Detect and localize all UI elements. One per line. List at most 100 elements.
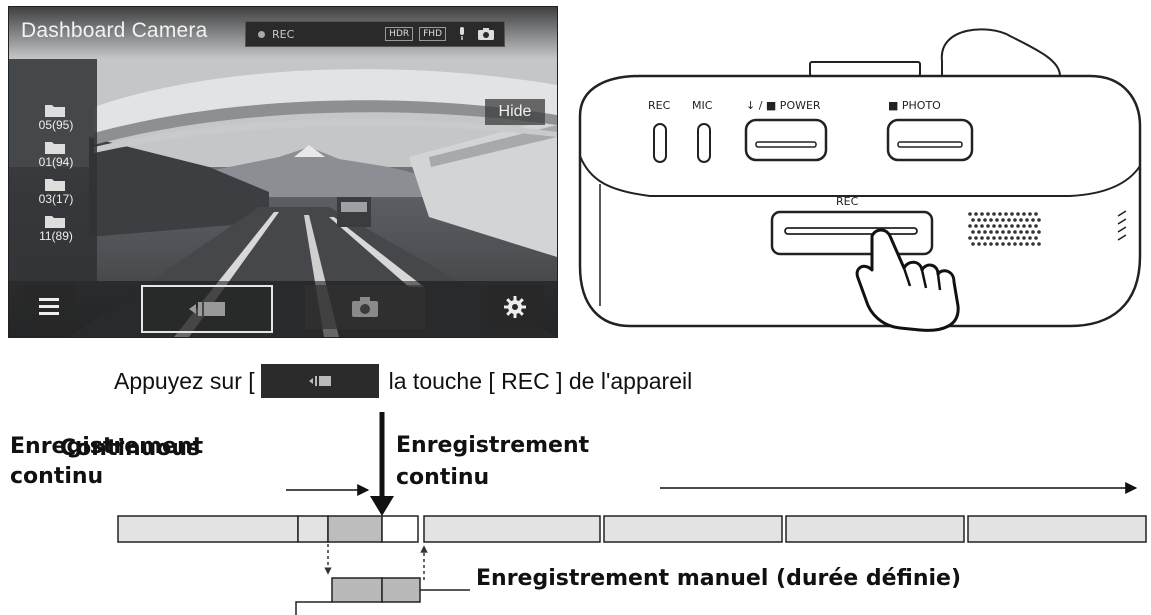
grille-hole — [1004, 212, 1008, 216]
folder-item-continuous[interactable]: 11(89) — [19, 214, 93, 243]
record-video-button[interactable] — [141, 285, 273, 333]
event-folder-icon: + — [45, 105, 65, 117]
grille-hole — [1034, 224, 1038, 228]
take-photo-button[interactable] — [305, 285, 425, 329]
grille-hole — [1025, 230, 1029, 234]
label-line: Enregistrement — [396, 433, 590, 458]
folder-count: 03(17) — [38, 192, 74, 206]
grille-hole — [983, 230, 987, 234]
timeline-segment — [967, 515, 1147, 543]
grille-hole — [989, 218, 993, 222]
grille-hole — [977, 242, 981, 246]
photo-button-label: ■ PHOTO — [888, 99, 941, 112]
grille-hole — [1013, 230, 1017, 234]
grille-hole — [1001, 230, 1005, 234]
hdr-badge: HDR — [385, 27, 414, 41]
continuous-label-overlay: Continuous — [60, 436, 201, 461]
grille-hole — [1010, 212, 1014, 216]
continuous-label-left: Enregistrement continu — [10, 432, 270, 492]
grille-hole — [1001, 242, 1005, 246]
grille-hole — [983, 218, 987, 222]
grille-hole — [998, 224, 1002, 228]
folder-item-manual[interactable]: 01(94) — [19, 140, 93, 169]
instruction-suffix: la touche [ REC ] de l'appareil — [388, 367, 693, 394]
grille-hole — [1037, 230, 1041, 234]
status-strip: REC HDR FHD — [245, 21, 505, 47]
timeline-segment — [785, 515, 965, 543]
rec-status-text: REC — [272, 27, 295, 41]
grille-hole — [1037, 242, 1041, 246]
grille-hole — [1001, 218, 1005, 222]
folder-item-parking[interactable]: 03(17) — [19, 177, 93, 206]
device-illustration: REC MIC ↓ / ■ POWER ■ PHOTO REC — [578, 28, 1142, 332]
grille-hole — [1007, 230, 1011, 234]
grille-hole — [980, 236, 984, 240]
photo-button[interactable] — [886, 118, 974, 162]
hide-button[interactable]: Hide — [485, 99, 545, 125]
grille-hole — [1016, 224, 1020, 228]
label-line: continu — [10, 464, 104, 489]
rec-indicator-icon — [258, 30, 265, 38]
grille-hole — [1004, 224, 1008, 228]
grille-hole — [1025, 242, 1029, 246]
grille-hole — [1007, 218, 1011, 222]
settings-button[interactable] — [487, 285, 543, 329]
manual-clip-segment — [381, 577, 421, 603]
grille-hole — [995, 218, 999, 222]
pointing-hand-icon — [855, 228, 960, 332]
manual-folder-icon — [45, 142, 65, 154]
folder-count: 01(94) — [38, 155, 74, 169]
camera-icon — [478, 26, 494, 42]
grille-hole — [1016, 212, 1020, 216]
inline-record-button — [260, 364, 379, 398]
grille-hole — [998, 212, 1002, 216]
svg-text:+: + — [56, 109, 63, 117]
rec-button-label: REC — [836, 195, 859, 208]
grille-hole — [1037, 218, 1041, 222]
timeline-segment-highlight — [327, 515, 383, 543]
instruction-prefix: Appuyez sur [ — [114, 367, 255, 394]
timeline-segment — [381, 515, 419, 543]
grille-hole — [992, 224, 996, 228]
power-button[interactable] — [744, 118, 828, 162]
grille-hole — [983, 242, 987, 246]
grille-hole — [1019, 242, 1023, 246]
speaker-grille — [968, 212, 1041, 246]
grille-hole — [1028, 236, 1032, 240]
continuous-folder-icon — [45, 216, 65, 228]
grille-hole — [971, 218, 975, 222]
continuous-label-mid: Enregistrement continu — [396, 430, 696, 494]
parking-folder-icon — [45, 179, 65, 191]
grille-hole — [1034, 212, 1038, 216]
instruction-text: Appuyez sur [ la touche [ REC ] de l'app… — [114, 364, 692, 398]
grille-hole — [1013, 218, 1017, 222]
folder-item-event[interactable]: + 05(95) — [19, 103, 93, 132]
grille-hole — [1031, 242, 1035, 246]
fhd-badge: FHD — [419, 27, 446, 41]
grille-hole — [989, 242, 993, 246]
manual-recording-label: Enregistrement manuel (durée définie) — [476, 566, 961, 591]
menu-button[interactable] — [23, 285, 75, 329]
grille-hole — [989, 230, 993, 234]
folder-list: + 05(95) 01(94) 03(17) 11(89) — [19, 103, 93, 243]
grille-hole — [992, 236, 996, 240]
grille-hole — [1022, 236, 1026, 240]
grille-hole — [998, 236, 1002, 240]
label-line: continu — [396, 465, 490, 490]
grille-hole — [974, 212, 978, 216]
grille-hole — [986, 224, 990, 228]
grille-hole — [971, 242, 975, 246]
camera-icon — [352, 297, 378, 317]
gear-icon — [504, 296, 526, 318]
rec-led — [653, 123, 667, 163]
grille-hole — [968, 224, 972, 228]
grille-hole — [986, 236, 990, 240]
grille-hole — [1022, 224, 1026, 228]
grille-hole — [971, 230, 975, 234]
grille-hole — [980, 224, 984, 228]
grille-hole — [974, 224, 978, 228]
folder-count: 05(95) — [38, 118, 74, 132]
grille-hole — [986, 212, 990, 216]
grille-hole — [1031, 230, 1035, 234]
folder-count: 11(89) — [39, 229, 73, 243]
